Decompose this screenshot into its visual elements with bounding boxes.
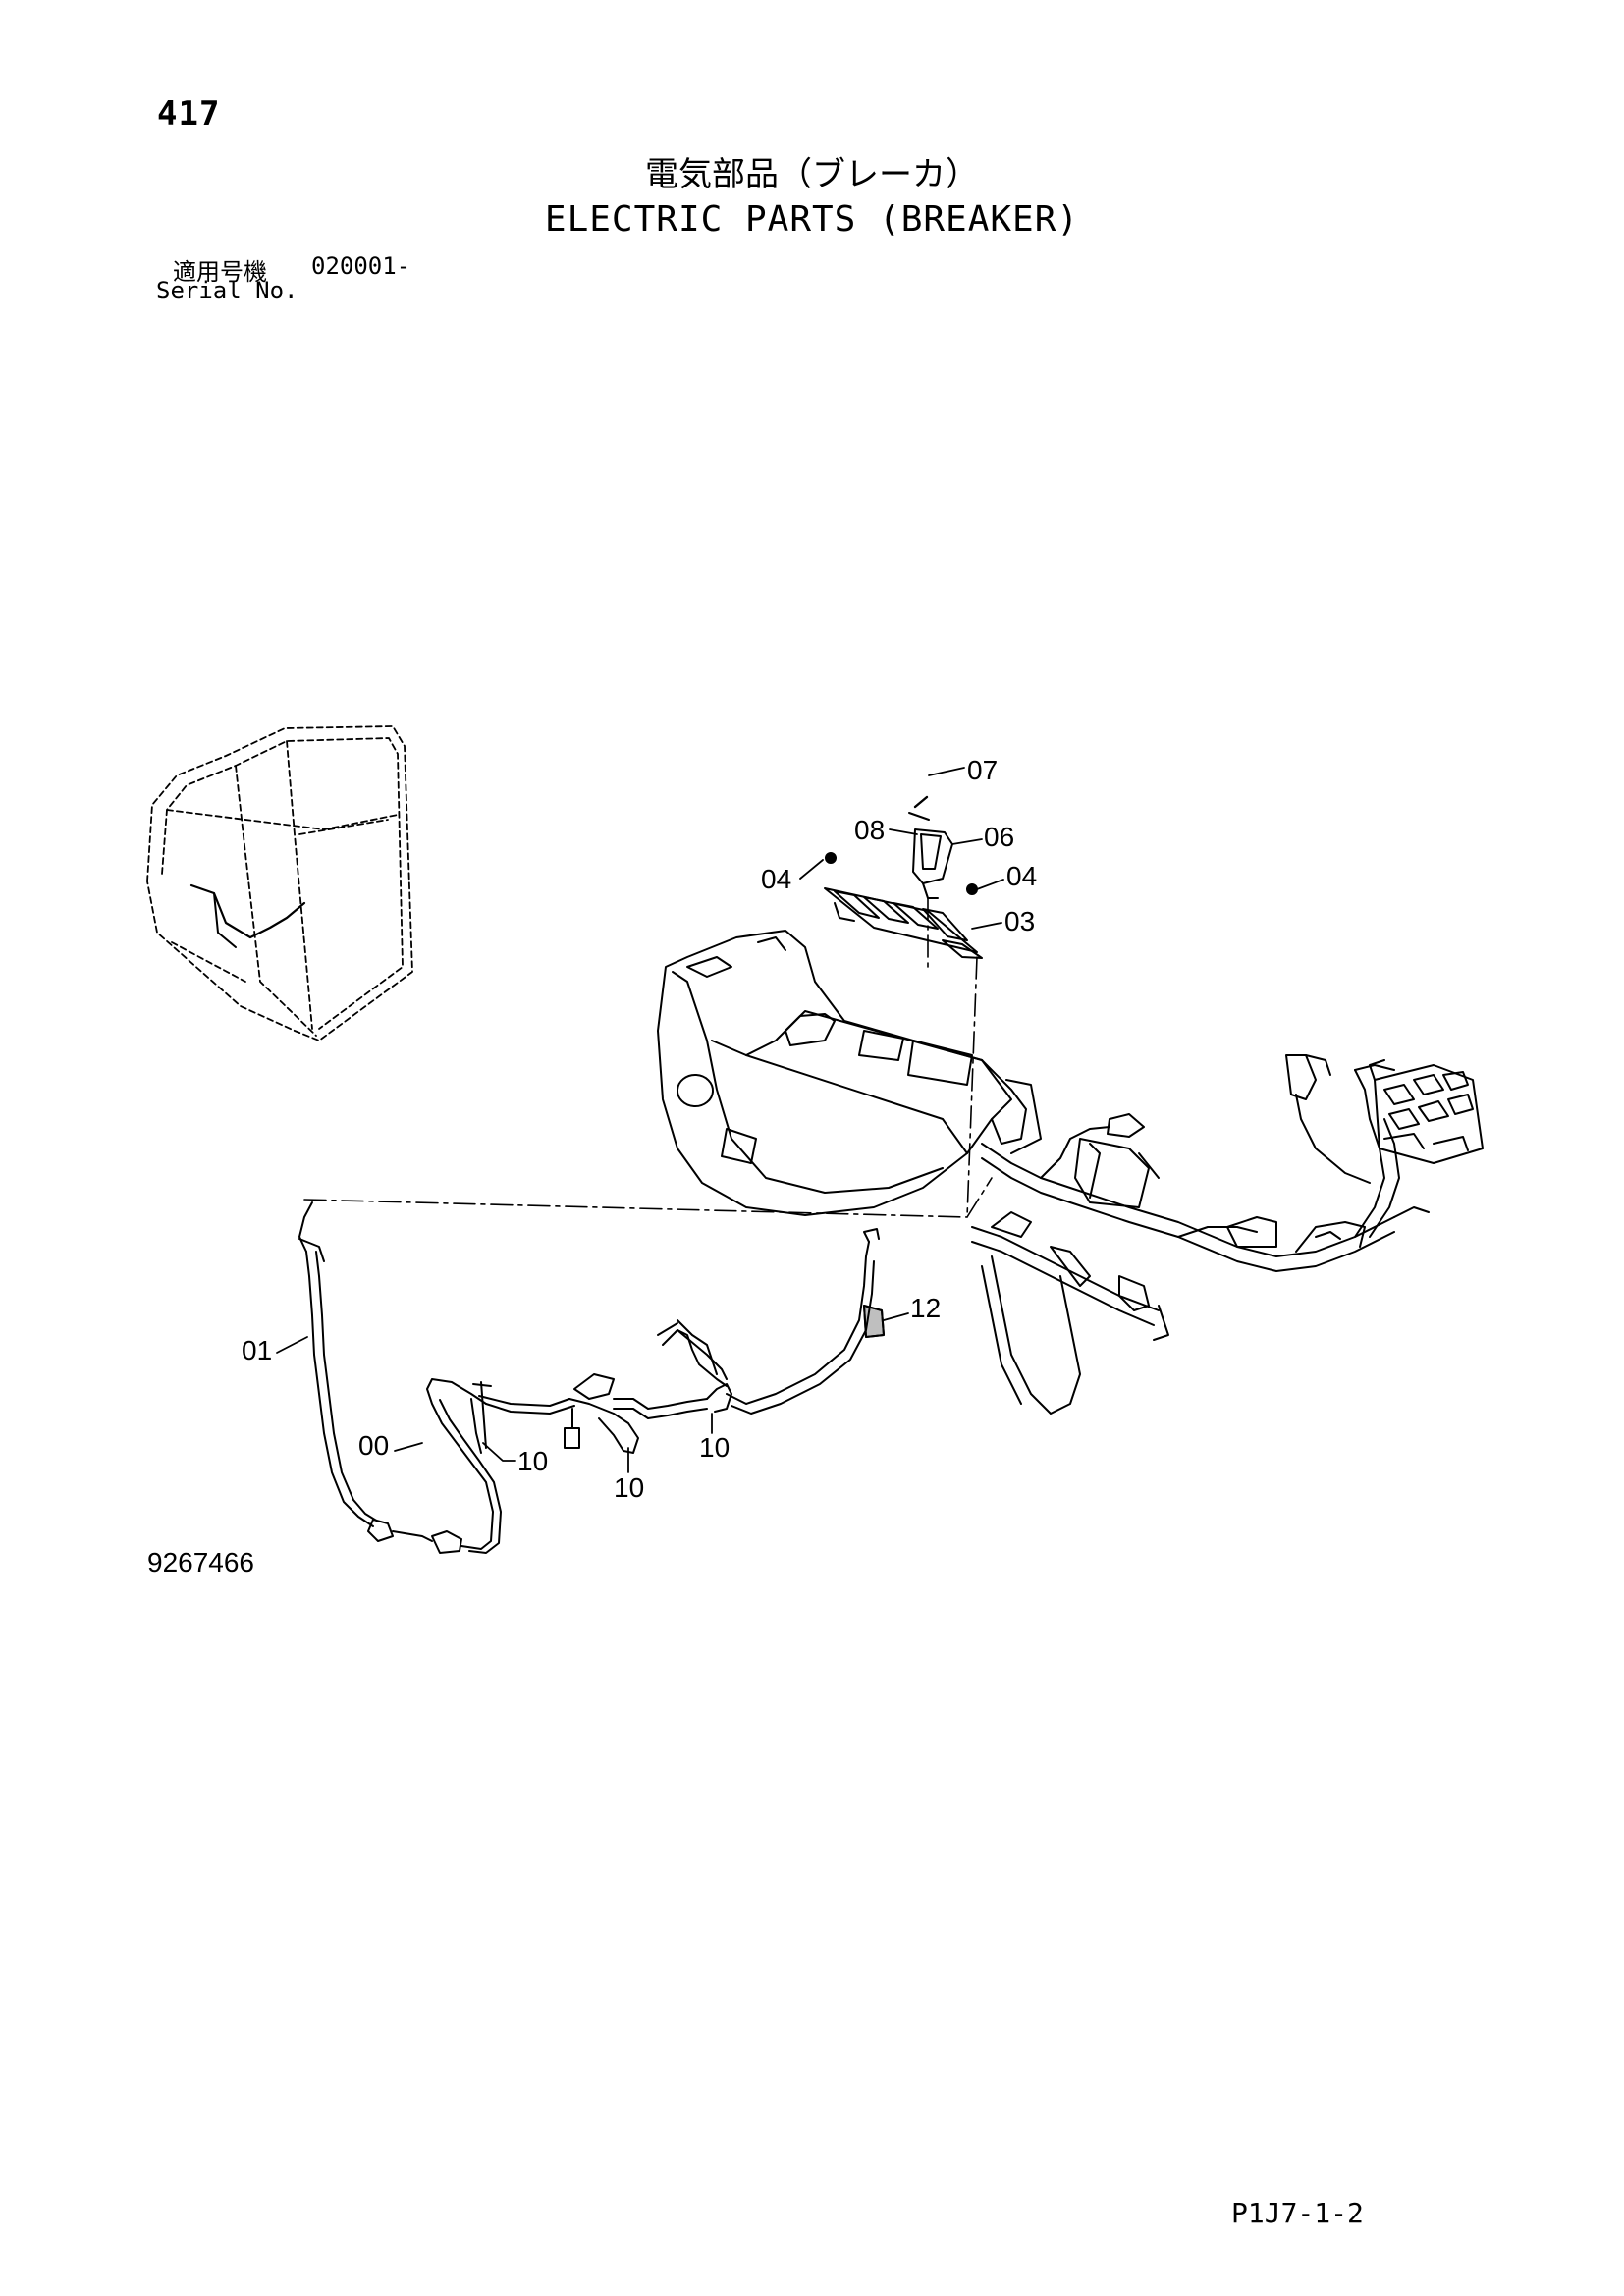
- terminal-cover: [863, 1305, 885, 1338]
- callout-08: 08: [854, 815, 885, 845]
- main-harness: [971, 1054, 1430, 1415]
- assembly-guides: [303, 897, 993, 1218]
- page-number: 417: [157, 94, 221, 133]
- callout-10-left: 10: [517, 1446, 548, 1476]
- callout-04-left: 04: [761, 864, 791, 894]
- screws: [825, 852, 978, 895]
- callout-04-right: 04: [1006, 861, 1037, 891]
- callout-06: 06: [984, 822, 1014, 852]
- switch-bracket: [824, 887, 983, 959]
- cab-outline: [146, 725, 413, 1041]
- cab-wire-harness: [189, 883, 306, 939]
- title-english: ELECTRIC PARTS (BREAKER): [544, 199, 1080, 240]
- relay-block: [1369, 1059, 1484, 1164]
- callout-03: 03: [1004, 906, 1035, 936]
- diagram-number: 9267466: [147, 1547, 255, 1577]
- serial-value: 020001-: [311, 252, 411, 280]
- serial-label-japanese: 適用号機: [173, 258, 267, 286]
- console-body: [657, 930, 1042, 1216]
- callout-07: 07: [967, 755, 998, 785]
- callout-12: 12: [910, 1293, 941, 1323]
- serial-label-english: Serial No.: [156, 277, 298, 304]
- callout-01: 01: [242, 1335, 272, 1365]
- callout-10-middle: 10: [614, 1472, 644, 1503]
- leader-lines: [276, 767, 1004, 1473]
- switch-part: [908, 795, 953, 899]
- breaker-harness: [298, 1201, 880, 1554]
- callout-00: 00: [358, 1430, 389, 1461]
- callout-10-right: 10: [699, 1432, 730, 1463]
- page-code: P1J7-1-2: [1231, 2197, 1364, 2229]
- title-japanese: 電気部品（ブレーカ）: [645, 155, 979, 194]
